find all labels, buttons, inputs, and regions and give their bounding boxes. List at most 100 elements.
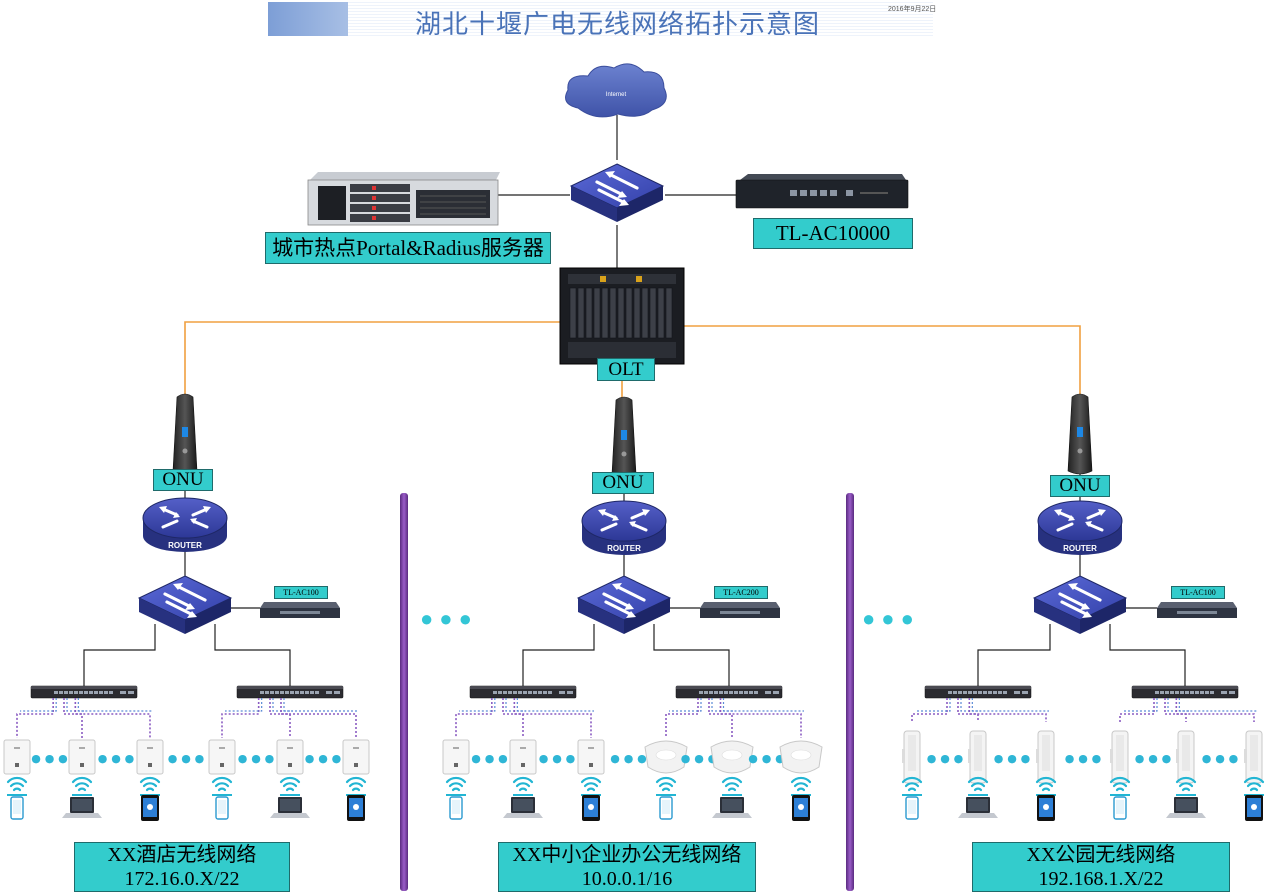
phone-icon — [905, 796, 919, 820]
poe-cable — [911, 698, 948, 722]
onu-device-icon — [172, 393, 198, 475]
tablet-icon — [582, 795, 600, 821]
poe-cable — [915, 698, 951, 712]
wall-ap-icon — [577, 739, 605, 775]
ellipsis-small: ● ● ● — [98, 752, 134, 765]
link-line — [522, 624, 595, 686]
network-label-hotel: XX酒店无线网络 172.16.0.X/22 — [74, 842, 290, 892]
phone-icon — [1113, 796, 1127, 820]
phone-icon — [659, 796, 673, 820]
laptop-icon — [958, 797, 998, 818]
poe-cable — [1175, 698, 1255, 722]
branch-ac-icon — [260, 602, 340, 618]
tablet-icon — [141, 795, 159, 821]
access-switch-icon — [236, 685, 344, 699]
ellipsis-small: ● ● ● — [1202, 752, 1238, 765]
branch-ac-icon — [700, 602, 780, 618]
wifi-icon — [344, 776, 368, 798]
ellipsis-small: ● ● ● — [681, 752, 717, 765]
tablet-icon — [347, 795, 365, 821]
poe-cable — [957, 698, 979, 722]
ellipsis-small: ● ● ● — [238, 752, 274, 765]
wall-ap-icon — [342, 739, 370, 775]
link-line — [214, 624, 291, 686]
poe-cable — [1164, 698, 1187, 722]
internet-label: Internet — [606, 92, 627, 98]
outdoor-ap-icon — [1175, 730, 1195, 784]
outdoor-ap-icon — [1035, 730, 1055, 784]
poe-cable — [722, 698, 804, 712]
wifi-icon — [654, 776, 678, 798]
access-switch-icon — [924, 685, 1032, 699]
poe-cable — [502, 698, 524, 738]
access-switch-icon — [1131, 685, 1239, 699]
outdoor-ap-icon — [1109, 730, 1129, 784]
page-title: 湖北十堰广电无线网络拓扑示意图 — [415, 10, 821, 40]
poe-cable — [513, 698, 592, 738]
ellipsis-small: ● ● ● — [1065, 752, 1101, 765]
phone-icon — [215, 796, 229, 820]
core-links — [498, 115, 736, 272]
branch-ac-label: TL-AC100 — [1171, 586, 1225, 599]
outdoor-ap-icon — [901, 730, 921, 784]
ellipsis-small: ● ● ● — [610, 752, 646, 765]
olt-chassis-icon — [559, 267, 685, 365]
network-subnet: 172.16.0.X/22 — [124, 868, 240, 890]
branch-switch-icon — [137, 574, 233, 636]
branches-layer: ● ● ● ● ● ● ● ● ● ● ● ● ● ● ● ● ● ● ● ● ● ● ● ●… — [3, 393, 1266, 821]
poe-cable — [516, 698, 594, 712]
ellipsis-dots: ●●● — [420, 606, 478, 631]
ellipsis-small: ● ● ● — [748, 752, 784, 765]
laptop-icon — [62, 797, 102, 818]
ac-label: TL-AC10000 — [753, 218, 913, 249]
poe-cable — [1119, 698, 1155, 722]
wifi-icon — [789, 776, 813, 798]
core-switch-icon — [569, 162, 665, 224]
wifi-icon — [5, 776, 29, 798]
ellipsis-small: ● ● ● — [305, 752, 341, 765]
ellipsis-small: ● ● ● — [539, 752, 575, 765]
outdoor-ap-icon — [967, 730, 987, 784]
access-switch-icon — [469, 685, 577, 699]
branch-ac-label: TL-AC100 — [274, 586, 328, 599]
divider-right — [846, 493, 854, 891]
laptop-icon — [1166, 797, 1206, 818]
onu-label: ONU — [1050, 475, 1110, 497]
network-name: XX酒店无线网络 — [107, 844, 257, 866]
poe-cable — [708, 698, 733, 738]
network-subnet: 192.168.1.X/22 — [1038, 868, 1164, 890]
title-band — [268, 2, 933, 36]
wall-ap-icon — [442, 739, 470, 775]
branch-ac-label: TL-AC200 — [714, 586, 768, 599]
ac-controller-icon — [735, 174, 909, 209]
poe-cable — [459, 698, 496, 712]
poe-cable — [272, 698, 293, 712]
ellipsis-small: ● ● ● — [471, 752, 507, 765]
network-name: XX公园无线网络 — [1026, 844, 1176, 866]
wifi-icon — [511, 776, 535, 798]
laptop-icon — [270, 797, 310, 818]
network-subnet: 10.0.0.1/16 — [581, 868, 673, 890]
branch-switch-icon — [1032, 574, 1128, 636]
poe-cable — [719, 698, 802, 738]
phone-icon — [10, 796, 24, 820]
ellipsis-small: ● ● ● — [927, 752, 963, 765]
wall-ap-icon — [3, 739, 31, 775]
wifi-icon — [138, 776, 162, 798]
tablet-icon — [1037, 795, 1055, 821]
network-label-office: XX中小企业办公无线网络 10.0.0.1/16 — [498, 842, 756, 892]
wifi-icon — [278, 776, 302, 798]
wifi-icon — [579, 776, 603, 798]
wall-ap-icon — [136, 739, 164, 775]
router-icon — [141, 496, 229, 554]
poe-cable — [1167, 698, 1189, 712]
laptop-icon — [712, 797, 752, 818]
internet-cloud-icon — [565, 63, 667, 118]
poe-cable — [74, 698, 151, 738]
ceiling-ap-icon — [779, 740, 823, 774]
wall-ap-icon — [276, 739, 304, 775]
ellipsis-small: ● ● ● — [168, 752, 204, 765]
link-line — [977, 624, 1051, 686]
router-icon — [1036, 499, 1124, 557]
